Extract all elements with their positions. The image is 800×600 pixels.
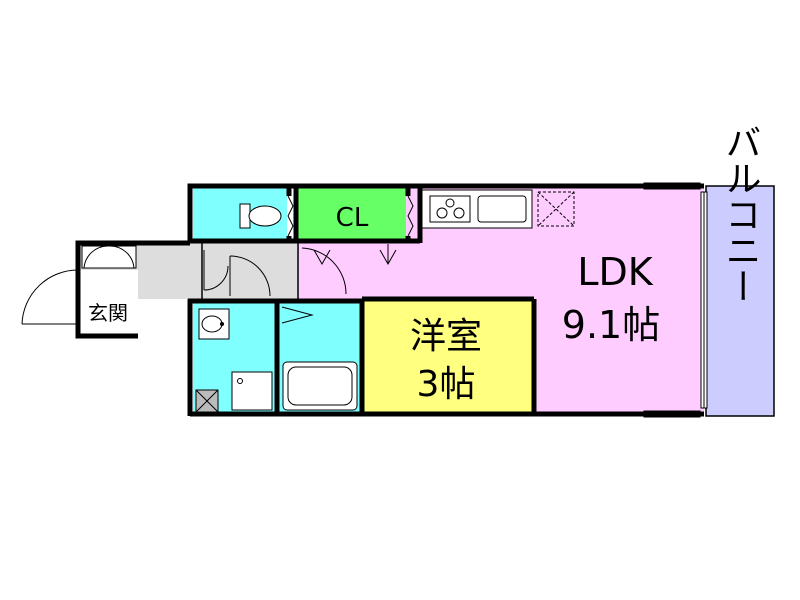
western-room-label: 洋室 bbox=[410, 316, 482, 357]
closet-area bbox=[296, 188, 406, 240]
entrance-label: 玄関 bbox=[88, 301, 128, 325]
closet-label: CL bbox=[336, 203, 369, 233]
toilet-icon bbox=[239, 203, 282, 229]
bathtub bbox=[282, 361, 358, 411]
kitchen-counter bbox=[421, 189, 533, 229]
wash-basin bbox=[198, 308, 230, 340]
shoe-cabinet bbox=[81, 245, 137, 269]
western-room-size-label: 3帖 bbox=[417, 364, 476, 405]
access-hatch bbox=[195, 389, 219, 413]
ldk-label: LDK bbox=[577, 250, 653, 294]
walls bbox=[75, 183, 704, 417]
western-room-area bbox=[364, 301, 532, 413]
closet-doors bbox=[287, 195, 414, 237]
ldk-size-label: 9.1帖 bbox=[562, 303, 660, 347]
entrance-door bbox=[21, 269, 79, 325]
balcony-label: バルコニー bbox=[720, 124, 761, 304]
ldk-door bbox=[301, 244, 397, 295]
balcony-area bbox=[705, 185, 775, 417]
washing-machine-pan bbox=[231, 371, 273, 411]
thin-walls bbox=[201, 243, 299, 301]
entrance-area bbox=[80, 270, 138, 334]
fridge-space bbox=[537, 191, 575, 227]
bathroom-door bbox=[281, 306, 314, 324]
hallway-doors bbox=[203, 250, 271, 297]
